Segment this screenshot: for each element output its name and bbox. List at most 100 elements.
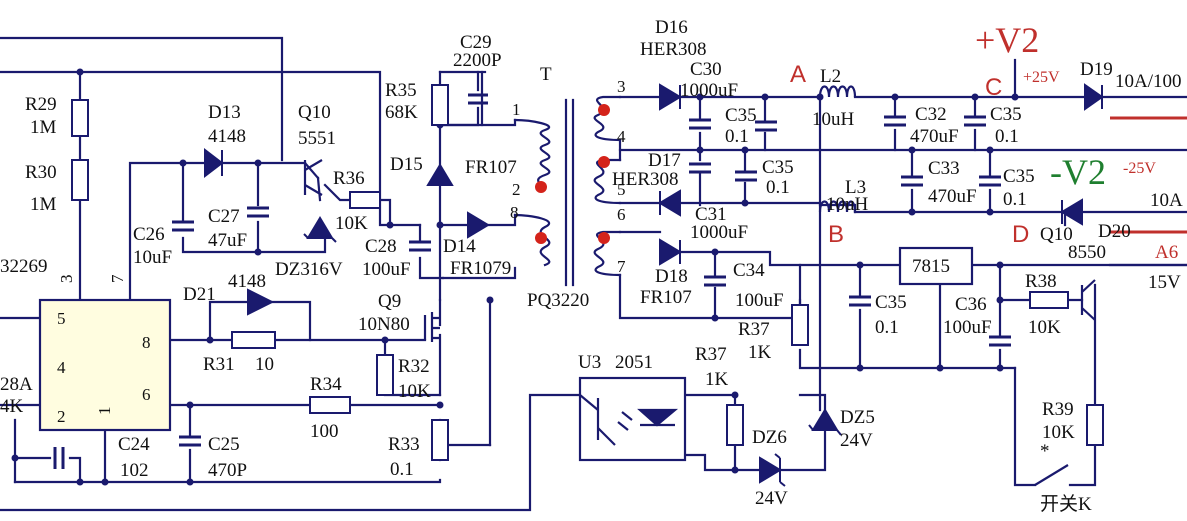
- cap-c35c: [964, 115, 986, 127]
- label-tpin-5: 5: [617, 180, 626, 199]
- inductor-l3: [818, 200, 857, 213]
- label-r37b: R37: [695, 344, 727, 365]
- label-d15-value: FR107: [465, 157, 517, 178]
- label-c36-value: 100uF: [943, 317, 992, 338]
- inductor-l2: [818, 85, 857, 98]
- label-c35a-value: 0.1: [725, 126, 749, 147]
- label-ic-pin6: 6: [142, 385, 151, 404]
- label-u3: U3: [578, 352, 601, 373]
- transistor-q10b: [1080, 279, 1096, 321]
- resistor-r37b: [726, 404, 744, 446]
- label-tpin-6: 6: [617, 205, 626, 224]
- resistor-r39: [1086, 404, 1104, 446]
- label-transformer-name: PQ3220: [527, 290, 589, 311]
- label-c34: C34: [733, 260, 765, 281]
- polarity-dots: [535, 104, 610, 244]
- label-ic-pin2: 2: [57, 407, 66, 426]
- label-c26-value: 10uF: [133, 247, 172, 268]
- label-c35e: C35: [875, 292, 907, 313]
- label-c30-value: 1000uF: [680, 80, 738, 101]
- label-c29-value: 2200P: [453, 50, 502, 71]
- label-c28: C28: [365, 236, 397, 257]
- label-tpin-1: 1: [512, 100, 521, 119]
- label-u3-value: 2051: [615, 352, 653, 373]
- label-dz316v: DZ316V: [275, 259, 343, 280]
- resistor-r38: [1029, 291, 1069, 309]
- label-q9: Q9: [378, 291, 401, 312]
- label-c35c: C35: [990, 104, 1022, 125]
- label-dz5-value: 24V: [840, 430, 873, 451]
- label-node-d: D: [1012, 221, 1029, 248]
- transistors: [303, 159, 1096, 342]
- label-c36: C36: [955, 294, 987, 315]
- resistor-r29: [71, 99, 89, 137]
- label-c32: C32: [915, 104, 947, 125]
- label-r38-value: 10K: [1028, 317, 1061, 338]
- label-d17-value: HER308: [612, 169, 679, 190]
- cap-c32: [884, 115, 906, 127]
- label-d18-value: FR107: [640, 287, 692, 308]
- label-tpin-3: 3: [617, 77, 626, 96]
- label-r35-value: 68K: [385, 102, 418, 123]
- label-c25-value: 470P: [208, 460, 247, 481]
- cap-c36: [989, 335, 1011, 347]
- label-regulator-7815: 7815: [912, 256, 950, 277]
- label-ic-name: 32269: [0, 256, 48, 277]
- resistor-r30: [71, 159, 89, 201]
- diodes: [204, 83, 1104, 487]
- label-r29: R29: [25, 94, 57, 115]
- label-r39-value: 10K: [1042, 422, 1075, 443]
- label-c35d-value: 0.1: [1003, 189, 1027, 210]
- diode-d14: [467, 211, 490, 239]
- wire-top-second: [0, 70, 422, 227]
- component-labels: R29 1M R30 1M D13 4148 Q10 5551 R36 10K …: [0, 17, 1183, 515]
- label-node-a: A: [790, 61, 806, 88]
- label-d19: D19: [1080, 59, 1113, 80]
- zener-dz5: [808, 408, 842, 436]
- label-r36: R36: [333, 168, 365, 189]
- cap-c35d: [979, 175, 1001, 187]
- label-ic-pin3: 3: [57, 275, 76, 284]
- label-r31: R31: [203, 354, 235, 375]
- label-q10: Q10: [298, 102, 331, 123]
- capacitors: [53, 93, 1011, 469]
- resistor-r31: [231, 331, 276, 349]
- label-c24: C24: [118, 434, 150, 455]
- label-ic-pin5: 5: [57, 309, 66, 328]
- wire-top-left: [0, 36, 284, 162]
- label-ic-pin1: 1: [95, 407, 114, 416]
- label-c32-value: 470uF: [910, 126, 959, 147]
- switch-k: [1034, 464, 1069, 486]
- label-q9-value: 10N80: [358, 314, 410, 335]
- label-d21: D21: [183, 284, 216, 305]
- diode-d21: [247, 288, 275, 316]
- mosfet-q9: [423, 312, 440, 342]
- label-r33: R33: [388, 434, 420, 455]
- resistor-r34: [309, 396, 351, 414]
- label-r36-value: 10K: [335, 213, 368, 234]
- label-c31: C31: [695, 204, 727, 225]
- diode-d16: [659, 83, 682, 111]
- label-ic-pin4: 4: [57, 358, 66, 377]
- label-d18: D18: [655, 266, 688, 287]
- label-r34-value: 100: [310, 421, 339, 442]
- label-a6: A6: [1155, 242, 1178, 263]
- cap-c25: [179, 435, 201, 447]
- label-vplus: +V2: [975, 20, 1039, 60]
- label-c27-value: 47uF: [208, 230, 247, 251]
- label-dz5: DZ5: [840, 407, 875, 428]
- cap-c33: [901, 175, 923, 187]
- label-r31-value: 10: [255, 354, 274, 375]
- label-r30: R30: [25, 162, 57, 183]
- label-r29-value: 1M: [30, 117, 57, 138]
- transistor-q10: [303, 159, 323, 196]
- label-c27: C27: [208, 206, 240, 227]
- diode-d15: [426, 163, 454, 186]
- label-r38: R38: [1025, 271, 1057, 292]
- zener-dz316v: [303, 216, 337, 243]
- label-q10b: Q10: [1040, 224, 1073, 245]
- label-c35c-value: 0.1: [995, 126, 1019, 147]
- cap-c35a: [755, 120, 777, 132]
- label-c35d: C35: [1003, 166, 1035, 187]
